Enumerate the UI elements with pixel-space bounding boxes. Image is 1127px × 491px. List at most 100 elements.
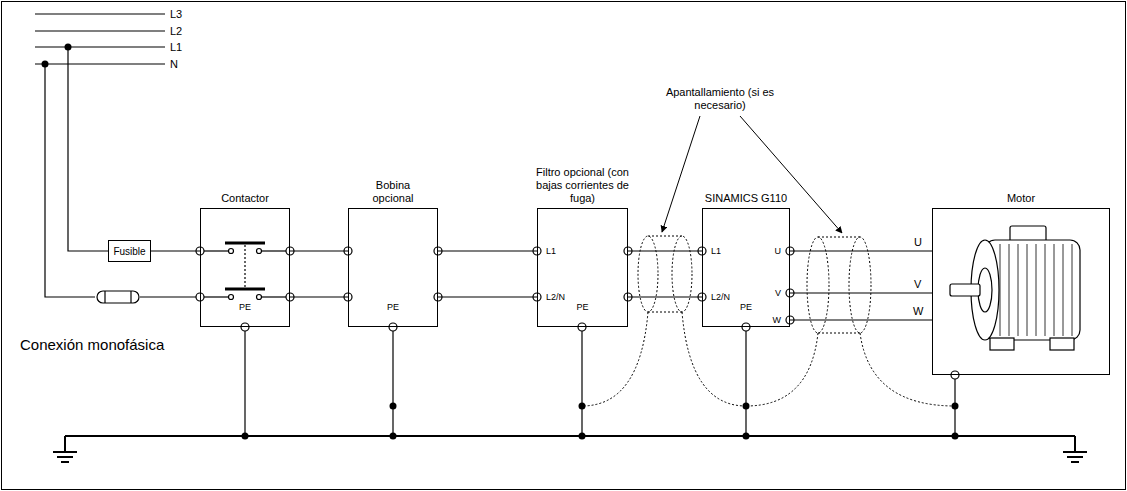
- terminal-label: V: [775, 287, 781, 300]
- caption-label: Conexión monofásica: [20, 336, 164, 354]
- pe-wires-part: [581, 331, 582, 436]
- motor-illustration-part-part: [1072, 244, 1073, 336]
- wire: [151, 250, 200, 251]
- wire: [438, 296, 537, 297]
- motor-illustration-part-part: [1018, 244, 1019, 336]
- contactor-switch-part: [262, 250, 286, 251]
- shield-part: [746, 333, 818, 406]
- terminals-part: [241, 323, 249, 331]
- terminal-label: L2/N: [546, 291, 565, 304]
- fuse-symbol-part: [97, 291, 139, 303]
- contactor-switch-part: [244, 245, 245, 287]
- bus-junctions: [242, 403, 959, 440]
- contactor-switch-part: [204, 296, 228, 297]
- ground-bus-part: [1067, 456, 1083, 458]
- phase-label: N: [170, 58, 178, 71]
- motor-illustration-part-part: [1000, 244, 1001, 336]
- supply-lines-part: [35, 30, 165, 31]
- fuse-symbol-part: [130, 291, 131, 303]
- pe-terminal-label: PE: [740, 301, 752, 314]
- terminal-label: L1: [711, 245, 721, 258]
- component-title: Filtro opcional (con bajas corrientes de…: [524, 166, 642, 205]
- fuse-symbol-part: [104, 291, 105, 303]
- motor-illustration-part-part: [1027, 244, 1028, 336]
- supply-lines-part: [35, 46, 165, 47]
- contactor-switch-part: [225, 288, 265, 291]
- supply-lines: [35, 14, 200, 297]
- component-title: Contactor: [221, 192, 269, 205]
- wire: [790, 292, 932, 293]
- wire: [290, 250, 348, 251]
- contactor-switch: [204, 243, 286, 300]
- ground-bus-part: [1063, 451, 1087, 453]
- terminals-part: [742, 323, 750, 331]
- wire-label: W: [913, 305, 923, 318]
- supply-lines-part: [140, 296, 200, 297]
- supply-lines-part: [45, 64, 95, 297]
- phase-label: L2: [170, 25, 182, 38]
- wire: [438, 250, 537, 251]
- ground-bus: [53, 436, 1087, 462]
- ground-bus-part: [64, 436, 66, 452]
- junction-dots-part: [65, 44, 72, 51]
- wire: [790, 319, 932, 320]
- terminals: [196, 247, 959, 379]
- contactor-box: ContactorPE: [200, 208, 290, 327]
- shield-part: [648, 312, 682, 313]
- component-title: SINAMICS G110: [705, 192, 787, 205]
- component-title: Bobina opcional: [362, 179, 424, 205]
- motor-illustration-part-part: [1036, 244, 1037, 336]
- wire: [628, 250, 702, 251]
- shield-part: [648, 236, 682, 237]
- wire: [290, 296, 348, 297]
- motor-illustration-part: [950, 284, 980, 296]
- terminal-label: U: [775, 245, 782, 258]
- bus-junctions-part: [579, 433, 586, 440]
- pe-wires-part: [244, 331, 245, 436]
- choke-box: Bobina opcionalPE: [348, 208, 438, 327]
- ground-bus-part: [65, 435, 1075, 437]
- filter-box: Filtro opcional (con bajas corrientes de…: [537, 208, 628, 327]
- motor-illustration-part-part: [1009, 244, 1010, 336]
- contactor-switch-part: [257, 295, 262, 300]
- ground-bus-part: [1074, 436, 1076, 452]
- fuse-box: Fusible: [108, 240, 151, 262]
- terminals-part: [389, 323, 397, 331]
- terminals-part: [951, 371, 959, 379]
- fuse-label: Fusible: [113, 245, 145, 258]
- shield-part: [638, 236, 658, 312]
- bus-junctions-part: [743, 433, 750, 440]
- terminal-label: L1: [546, 245, 556, 258]
- contactor-switch-part: [229, 295, 234, 300]
- motor-illustration-part-part: [1054, 244, 1055, 336]
- wire-label: V: [914, 278, 921, 291]
- shield-part: [860, 333, 955, 406]
- shield-arrows: [662, 116, 842, 233]
- shield-arrows-part: [740, 116, 842, 233]
- contactor-switch-part: [257, 249, 262, 254]
- contactor-switch-part: [262, 296, 286, 297]
- bus-junctions-part: [390, 433, 397, 440]
- ground-bus-part: [61, 461, 69, 463]
- bus-junctions-part: [390, 403, 397, 410]
- contactor-switch-part: [225, 242, 265, 245]
- motor-box: Motor: [932, 208, 1110, 375]
- motor-illustration-part: [1050, 338, 1074, 350]
- supply-lines-part: [35, 13, 165, 14]
- supply-lines-part: [68, 47, 108, 251]
- shield-part: [818, 333, 860, 334]
- contactor-switch-part: [229, 249, 234, 254]
- supply-lines-part: [35, 63, 165, 64]
- junction-dots-part: [42, 61, 49, 68]
- pe-terminal-label: PE: [576, 301, 588, 314]
- motor-illustration-part-part: [1063, 244, 1064, 336]
- wire: [790, 250, 932, 251]
- bus-junctions-part: [242, 433, 249, 440]
- pe-terminal-label: PE: [239, 301, 251, 314]
- shield-part: [818, 237, 860, 238]
- terminals-part: [578, 323, 586, 331]
- contactor-switch-part: [204, 250, 228, 251]
